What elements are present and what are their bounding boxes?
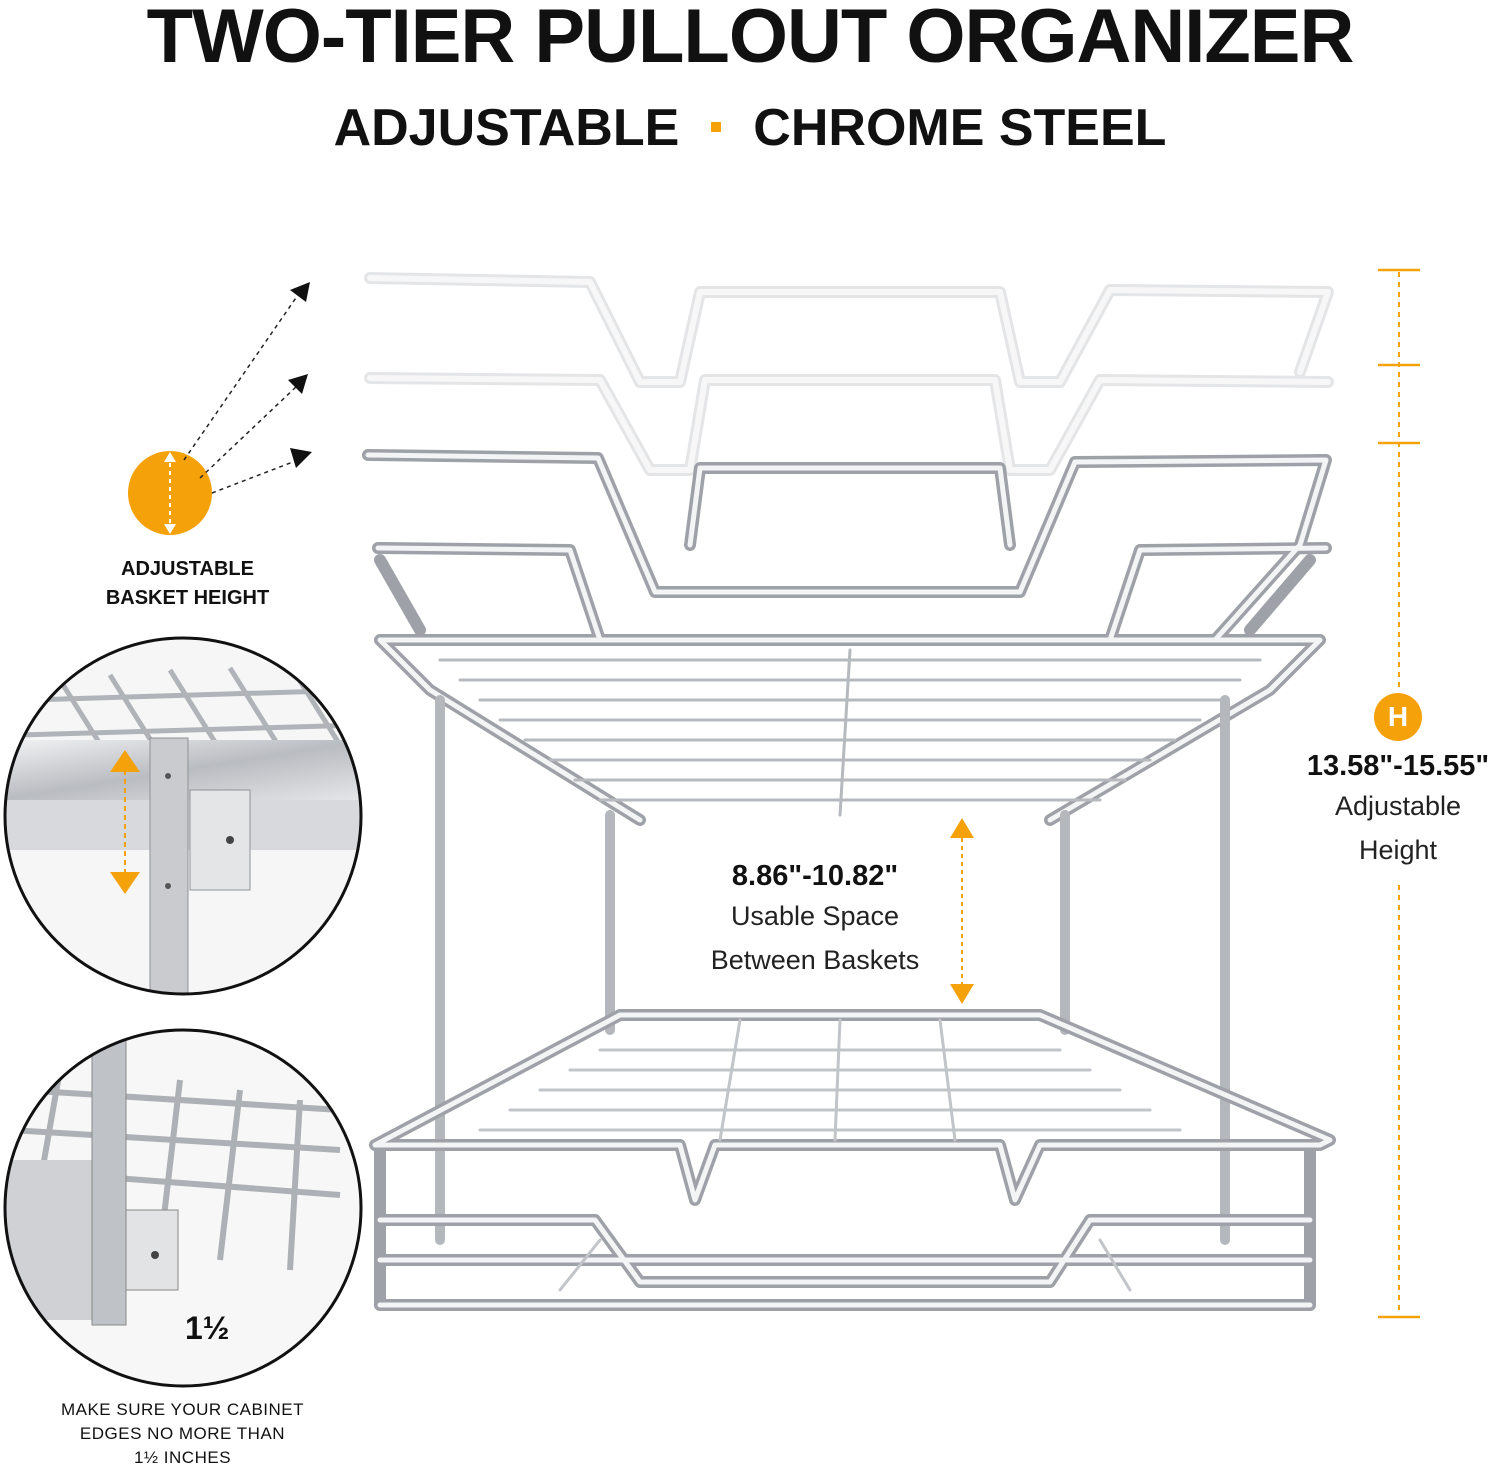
slide-rail-detail-inset	[5, 638, 361, 994]
between-baskets-line-1: Usable Space	[730, 901, 900, 931]
between-baskets-line-2: Between Baskets	[710, 945, 920, 975]
double-arrow-icon	[110, 750, 140, 894]
adjust-callout-line-1: ADJUSTABLE	[121, 558, 254, 580]
feature-line: ADJUSTABLE CHROME STEEL	[0, 100, 1500, 156]
upper-basket-floor	[438, 648, 1262, 817]
adjust-circle-icon	[128, 451, 212, 535]
between-baskets-text: 8.86"-10.82" Usable Space Between Basket…	[690, 858, 940, 982]
height-badge-icon	[1374, 693, 1422, 741]
overall-height-line-2: Height	[1358, 835, 1438, 865]
cabinet-note-line-2: EDGES NO MORE THAN	[79, 1424, 286, 1443]
cabinet-note-line-1: MAKE SURE YOUR CABINET	[60, 1400, 305, 1419]
arrow-up-right-icon	[183, 291, 301, 494]
feature-adjustable: ADJUSTABLE	[333, 99, 680, 157]
between-baskets-range: 8.86"-10.82"	[731, 860, 899, 892]
adjust-callout-text: ADJUSTABLE BASKET HEIGHT	[60, 555, 315, 613]
adjust-callout-line-2: BASKET HEIGHT	[105, 587, 270, 609]
inset-fraction-label: 1½	[185, 1310, 230, 1346]
overall-height-range: 13.58"-15.55"	[1306, 750, 1490, 782]
feature-chrome-steel: CHROME STEEL	[753, 99, 1167, 157]
cabinet-edge-detail-inset	[5, 1030, 361, 1386]
product-title: TWO-TIER PULLOUT ORGANIZER	[146, 0, 1355, 79]
separator-dot	[711, 122, 722, 133]
cabinet-note: MAKE SURE YOUR CABINET EDGES NO MORE THA…	[30, 1398, 335, 1470]
overall-height-text: 13.58"-15.55" Adjustable Height	[1298, 748, 1498, 872]
lower-basket-floor	[478, 1018, 1182, 1292]
height-badge-label: H	[1387, 701, 1409, 732]
overall-height-line-1: Adjustable	[1334, 791, 1462, 821]
cabinet-note-line-3: 1½ INCHES	[133, 1448, 232, 1467]
